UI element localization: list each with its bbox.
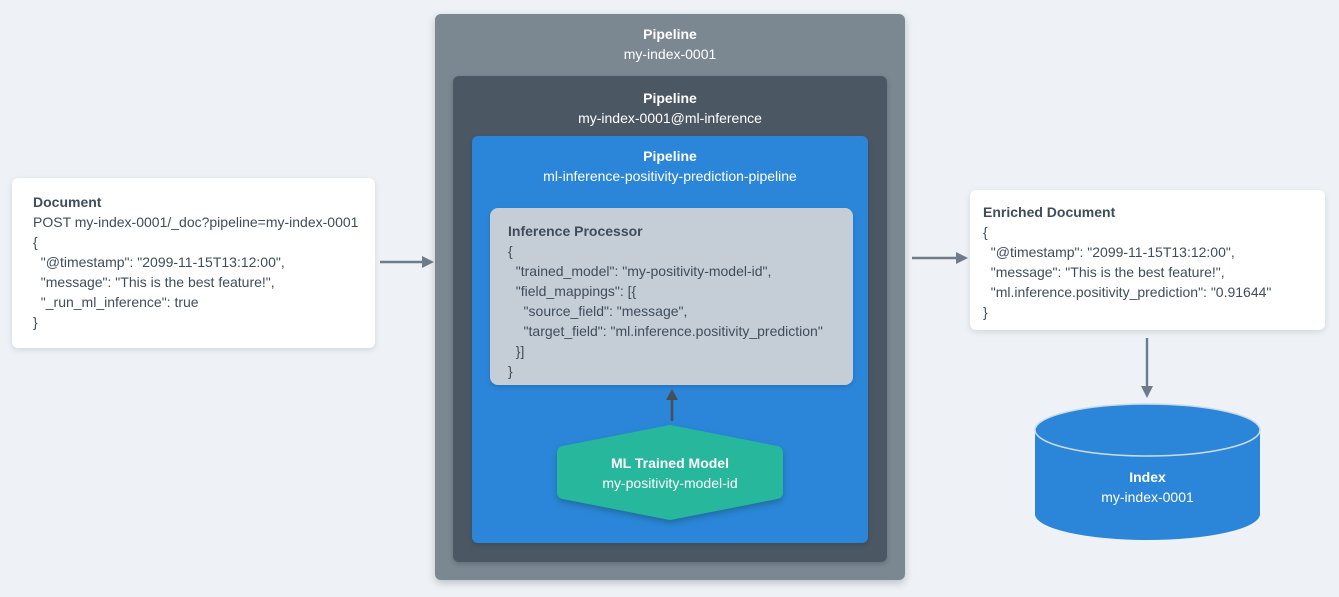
pipeline-label: Pipeline: [643, 148, 697, 164]
enriched-code-line: {: [983, 224, 988, 240]
document-code-line: }: [33, 314, 38, 330]
ml-trained-model-hexagon: ML Trained Model my-positivity-model-id: [557, 425, 783, 520]
pipeline-name: my-index-0001@ml-inference: [578, 110, 762, 126]
enriched-code-line: }: [983, 304, 988, 320]
ml-model-title: ML Trained Model: [611, 454, 729, 471]
pipeline-label: Pipeline: [643, 26, 697, 42]
document-code-line: "message": "This is the best feature!",: [33, 274, 275, 290]
document-code-line: {: [33, 234, 38, 250]
document-box: Document POST my-index-0001/_doc?pipelin…: [12, 178, 375, 348]
index-text: Index my-index-0001: [1033, 467, 1262, 507]
enriched-document-box: Enriched Document { "@timestamp": "2099-…: [970, 190, 1325, 330]
processor-code-line: }: [508, 363, 513, 379]
document-code-line: POST my-index-0001/_doc?pipeline=my-inde…: [33, 214, 359, 230]
enriched-code-line: "ml.inference.positivity_prediction": "0…: [983, 284, 1272, 300]
processor-code-line: {: [508, 243, 513, 259]
index-name: my-index-0001: [1101, 489, 1194, 505]
enriched-document-title: Enriched Document: [983, 204, 1116, 220]
enriched-code-line: "message": "This is the best feature!",: [983, 264, 1225, 280]
pipeline-outer-title: Pipeline my-index-0001: [435, 24, 905, 64]
pipeline-label: Pipeline: [643, 90, 697, 106]
pipeline-name: ml-inference-positivity-prediction-pipel…: [543, 168, 797, 184]
processor-code-line: "trained_model": "my-positivity-model-id…: [508, 263, 772, 279]
document-code-line: "@timestamp": "2099-11-15T13:12:00",: [33, 254, 285, 270]
pipeline-name: my-index-0001: [623, 46, 717, 62]
processor-code-line: "field_mappings": [{: [508, 283, 637, 299]
pipeline-inner-title: Pipeline my-index-0001@ml-inference: [453, 88, 887, 128]
processor-code-line: "source_field": "message",: [508, 303, 688, 319]
pipeline-ml-title: Pipeline ml-inference-positivity-predict…: [472, 146, 868, 186]
ml-model-name: my-positivity-model-id: [602, 474, 738, 491]
inference-processor-title: Inference Processor: [508, 223, 643, 239]
pipeline-inner-box: Pipeline my-index-0001@ml-inference Pipe…: [453, 76, 887, 562]
index-title: Index: [1129, 469, 1166, 485]
pipeline-ml-inference-box: Pipeline ml-inference-positivity-predict…: [472, 136, 868, 543]
inference-processor-box: Inference Processor { "trained_model": "…: [490, 208, 853, 385]
arrow-model-to-processor-icon: [666, 389, 678, 421]
pipeline-outer-box: Pipeline my-index-0001 Pipeline my-index…: [435, 14, 905, 580]
document-code-line: "_run_ml_inference": true: [33, 294, 199, 310]
processor-code-line: }]: [508, 343, 525, 359]
document-title: Document: [33, 194, 102, 210]
arrow-pipeline-to-enriched-icon: [912, 252, 968, 264]
arrow-enriched-to-index-icon: [1141, 338, 1153, 398]
processor-code-line: "target_field": "ml.inference.positivity…: [508, 323, 823, 339]
ml-model-text: ML Trained Model my-positivity-model-id: [557, 425, 783, 520]
index-cylinder: Index my-index-0001: [1033, 402, 1262, 542]
hexagon-shape-icon: [557, 425, 783, 520]
cylinder-shape-icon: [1034, 403, 1261, 540]
arrow-document-to-pipeline-icon: [380, 256, 434, 268]
enriched-code-line: "@timestamp": "2099-11-15T13:12:00",: [983, 244, 1235, 260]
